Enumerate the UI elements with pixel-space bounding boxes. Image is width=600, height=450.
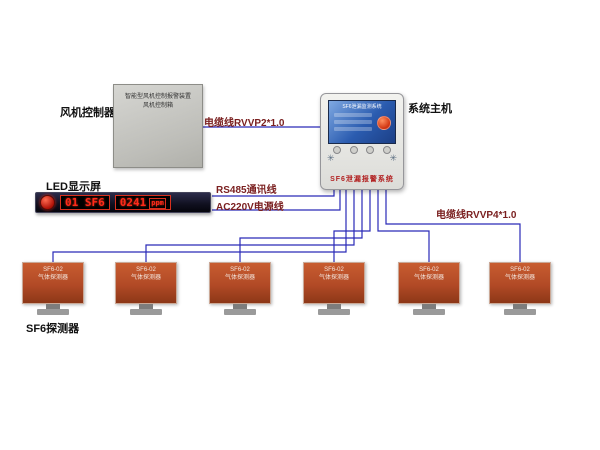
host-nameplate: SF6泄漏报警系统: [330, 176, 394, 183]
detector-stand-base: [37, 309, 69, 315]
detector-body: SF6-02 气体探测器: [115, 262, 177, 304]
sf6-detector-2: SF6-02 气体探测器: [115, 262, 177, 320]
led-channel-readout: 01 SF6: [60, 195, 110, 210]
fan-box-text-line1: 智能型风机控制报警装置: [124, 94, 191, 100]
sf6-detector-3: SF6-02 气体探测器: [209, 262, 271, 320]
host-button[interactable]: [382, 146, 391, 154]
detector-type: 气体探测器: [504, 274, 535, 281]
cable-rs485-label: RS485通讯线: [216, 185, 277, 196]
led-unit: ppm: [149, 198, 166, 209]
detector-stand-neck: [513, 304, 527, 309]
detector-stand-base: [318, 309, 350, 315]
detector-stand-base: [413, 309, 445, 315]
led-display-label: LED显示屏: [46, 181, 101, 193]
fan-box-text-line2: 风机控制箱: [142, 103, 173, 109]
system-host-unit: SF6泄漏监测系统 ✳ ✳ SF6泄漏报警系统: [320, 93, 404, 190]
detector-model: SF6-02: [324, 267, 344, 273]
detector-body: SF6-02 气体探测器: [303, 262, 365, 304]
detector-type: 气体探测器: [224, 274, 255, 281]
cable-ac220v-label: AC220V电源线: [216, 202, 284, 213]
cable-rvvp2-label: 电缆线RVVP2*1.0: [204, 118, 285, 129]
host-button[interactable]: [366, 146, 375, 154]
alarm-lamp-icon: [40, 195, 55, 210]
detector-type: 气体探测器: [37, 274, 68, 281]
host-screen: SF6泄漏监测系统: [328, 100, 396, 144]
detector-stand-neck: [139, 304, 153, 309]
detector-type: 气体探测器: [318, 274, 349, 281]
sf6-detector-1: SF6-02 气体探测器: [22, 262, 84, 320]
screen-content-row: [334, 127, 372, 131]
wire-detector-4: [333, 188, 371, 263]
detector-model: SF6-02: [419, 267, 439, 273]
host-button[interactable]: [333, 146, 341, 154]
sf6-detector-5: SF6-02 气体探测器: [398, 262, 460, 320]
detector-stand-base: [130, 309, 162, 315]
sf6-detector-6: SF6-02 气体探测器: [489, 262, 551, 320]
screen-gauge-icon: [377, 116, 391, 130]
wire-detector-6: [385, 188, 521, 263]
sf6-detector-4: SF6-02 气体探测器: [303, 262, 365, 320]
detector-model: SF6-02: [136, 267, 156, 273]
wire-detector-5: [377, 188, 430, 263]
detector-stand-neck: [422, 304, 436, 309]
screen-content-row: [334, 120, 372, 124]
vent-star-icon: ✳: [327, 153, 335, 163]
vent-star-icon: ✳: [389, 153, 397, 163]
system-host-label: 系统主机: [408, 103, 452, 115]
cable-rvvp4-label: 电缆线RVVP4*1.0: [436, 210, 517, 221]
sf6-detector-label: SF6探测器: [26, 323, 80, 335]
screen-content-row: [334, 113, 372, 117]
detector-body: SF6-02 气体探测器: [489, 262, 551, 304]
detector-stand-base: [504, 309, 536, 315]
detector-type: 气体探测器: [130, 274, 161, 281]
detector-body: SF6-02 气体探测器: [22, 262, 84, 304]
led-value: 0241: [119, 196, 147, 209]
host-button[interactable]: [349, 146, 358, 154]
host-button-row: [333, 146, 391, 154]
detector-model: SF6-02: [230, 267, 250, 273]
fan-controller-box: 智能型风机控制报警装置 风机控制箱: [113, 84, 203, 168]
detector-type: 气体探测器: [413, 274, 444, 281]
detector-body: SF6-02 气体探测器: [398, 262, 460, 304]
detector-stand-neck: [327, 304, 341, 309]
detector-stand-base: [224, 309, 256, 315]
detector-body: SF6-02 气体探测器: [209, 262, 271, 304]
fan-controller-label: 风机控制器: [60, 107, 115, 119]
detector-model: SF6-02: [43, 267, 63, 273]
host-screen-title: SF6泄漏监测系统: [342, 104, 382, 110]
detector-model: SF6-02: [510, 267, 530, 273]
detector-stand-neck: [46, 304, 60, 309]
detector-stand-neck: [233, 304, 247, 309]
